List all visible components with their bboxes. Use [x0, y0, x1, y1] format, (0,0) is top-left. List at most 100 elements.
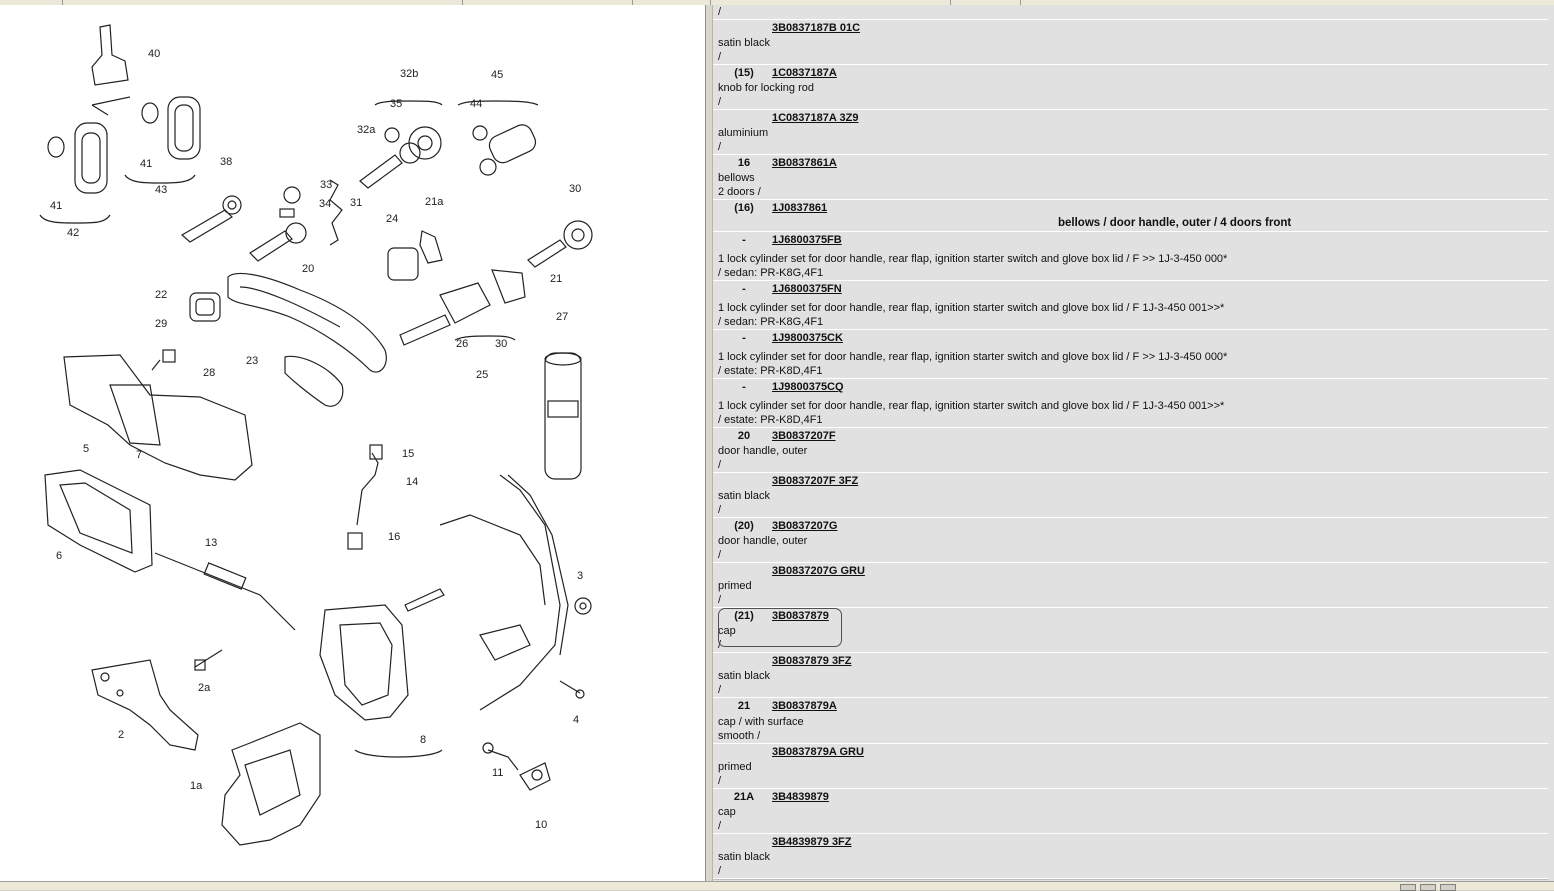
- callout: 27: [556, 311, 568, 323]
- part-description-line: 1 lock cylinder set for door handle, rea…: [718, 302, 1225, 314]
- item-number: (20): [734, 520, 754, 532]
- callout: 32b: [400, 68, 418, 80]
- part-number-link[interactable]: 1J9800375CK: [772, 332, 843, 344]
- part-number-link[interactable]: 1J9800375CQ: [772, 381, 844, 393]
- part-number-link[interactable]: 3B0837187B 01C: [772, 22, 861, 34]
- exploded-diagram-pane[interactable]: 40 41 41 42 43 38 32b 35 32a 45 44 33 34…: [0, 5, 706, 881]
- part-number-link[interactable]: 3B0837207G: [772, 520, 838, 532]
- part-description-line: door handle, outer: [718, 535, 808, 547]
- part-number-link[interactable]: 3B0837207F: [772, 430, 836, 442]
- part-number-link[interactable]: 3B0837207F 3FZ: [772, 475, 859, 487]
- status-bar-control[interactable]: [1420, 884, 1436, 891]
- callout: 11: [492, 767, 503, 779]
- parts-row[interactable]: 3B4839879 3FZ satin black /: [713, 834, 1548, 879]
- part-description-line: cap / with surface: [718, 716, 804, 728]
- part-number-link[interactable]: 1J6800375FB: [772, 234, 842, 246]
- parts-row[interactable]: (15) 1C0837187A knob for locking rod /: [713, 65, 1548, 110]
- part-description-line: smooth /: [718, 730, 761, 742]
- parts-row[interactable]: 3B0837879 3FZ satin black /: [713, 653, 1548, 698]
- part-description-line: /: [718, 639, 722, 651]
- callout: 25: [476, 369, 488, 381]
- callout: 34: [319, 198, 331, 210]
- callout: 10: [535, 819, 547, 831]
- part-number-link[interactable]: 3B4839879: [772, 791, 829, 803]
- callout: 24: [386, 213, 398, 225]
- diagram-callouts: 40 41 41 42 43 38 32b 35 32a 45 44 33 34…: [50, 48, 583, 831]
- callout: 21: [550, 273, 562, 285]
- part-description-line: 1 lock cylinder set for door handle, rea…: [718, 351, 1228, 363]
- status-bar-control[interactable]: [1400, 884, 1416, 891]
- part-number-link[interactable]: 1J6800375FN: [772, 283, 842, 295]
- parts-row[interactable]: (16) 1J0837861 bellows / door handle, ou…: [713, 200, 1548, 232]
- part-description-line: /: [718, 504, 722, 516]
- part-number-link[interactable]: 3B0837879 3FZ: [772, 655, 852, 667]
- part-description-line: /: [718, 96, 722, 108]
- callout: 8: [420, 734, 426, 746]
- item-number: (21): [734, 610, 754, 622]
- item-number: (15): [734, 67, 754, 79]
- status-bar-control[interactable]: [1440, 884, 1456, 891]
- parts-row[interactable]: 3B0837207F 3FZ satin black /: [713, 473, 1548, 518]
- part-description-line: satin black: [718, 670, 770, 682]
- callout: 32a: [357, 124, 376, 136]
- exploded-parts-diagram: 40 41 41 42 43 38 32b 35 32a 45 44 33 34…: [39, 24, 593, 846]
- parts-row[interactable]: 3B0837207G GRU primed /: [713, 563, 1548, 608]
- part-number-link[interactable]: 1C0837187A 3Z9: [772, 112, 859, 124]
- parts-row[interactable]: - 1J6800375FN 1 lock cylinder set for do…: [713, 281, 1548, 330]
- item-number: -: [742, 283, 746, 295]
- parts-list-pane[interactable]: / 3B0837187B 01C satin black / (15) 1C08…: [713, 5, 1554, 881]
- item-number: 21A: [733, 791, 755, 803]
- callout: 29: [155, 318, 167, 330]
- part-number-link[interactable]: 3B0837207G GRU: [772, 565, 865, 577]
- part-description-line: /: [718, 51, 722, 63]
- callout: 15: [402, 448, 414, 460]
- callout: 35: [390, 98, 402, 110]
- item-number: -: [742, 381, 746, 393]
- part-description-line: primed: [718, 761, 752, 773]
- callout: 26: [456, 338, 468, 350]
- part-number-link[interactable]: 3B4839879 3FZ: [772, 836, 852, 848]
- callout: 3: [577, 570, 583, 582]
- part-description-line: /: [718, 820, 722, 832]
- callout: 33: [320, 179, 332, 191]
- part-description-line: aluminium: [718, 127, 769, 139]
- callout: 40: [148, 48, 160, 60]
- callout: 43: [155, 184, 167, 196]
- diagram-artwork: [39, 24, 593, 846]
- callout: 42: [67, 227, 79, 239]
- parts-row: /: [713, 5, 1548, 20]
- part-number-link[interactable]: 3B0837879A: [772, 700, 837, 712]
- item-number: 20: [737, 430, 751, 442]
- parts-row[interactable]: - 1J9800375CK 1 lock cylinder set for do…: [713, 330, 1548, 379]
- pane-splitter[interactable]: [706, 5, 713, 881]
- parts-row[interactable]: 1C0837187A 3Z9 aluminium /: [713, 110, 1548, 155]
- part-number-link[interactable]: 3B0837861A: [772, 157, 837, 169]
- callout: 1a: [190, 780, 203, 792]
- item-number: (16): [734, 202, 754, 214]
- part-description-line: / estate: PR-K8D,4F1: [718, 414, 823, 426]
- part-description-line: /: [718, 594, 722, 606]
- parts-row[interactable]: 16 3B0837861A bellows 2 doors /: [713, 155, 1548, 200]
- item-number: 16: [737, 157, 751, 169]
- callout: 2: [118, 729, 124, 741]
- part-description-line: 1 lock cylinder set for door handle, rea…: [718, 253, 1228, 265]
- part-description-line: knob for locking rod: [718, 82, 814, 94]
- part-number-link[interactable]: 3B0837879: [772, 610, 829, 622]
- parts-row[interactable]: - 1J6800375FB 1 lock cylinder set for do…: [713, 232, 1548, 281]
- parts-row-selected[interactable]: (21) 3B0837879 cap /: [713, 608, 1548, 653]
- parts-row[interactable]: 3B0837879A GRU primed /: [713, 744, 1548, 789]
- parts-row[interactable]: 20 3B0837207F door handle, outer /: [713, 428, 1548, 473]
- part-number-link[interactable]: 1J0837861: [772, 202, 828, 214]
- parts-row[interactable]: 21A 3B4839879 cap /: [713, 789, 1548, 834]
- callout: 16: [388, 531, 400, 543]
- callout: 7: [136, 449, 142, 461]
- parts-row[interactable]: (20) 3B0837207G door handle, outer /: [713, 518, 1548, 563]
- part-number-link[interactable]: 1C0837187A: [772, 67, 837, 79]
- part-description-line: /: [718, 549, 722, 561]
- parts-row[interactable]: 21 3B0837879A cap / with surface smooth …: [713, 698, 1548, 744]
- part-number-link[interactable]: 3B0837879A GRU: [772, 746, 864, 758]
- parts-row[interactable]: - 1J9800375CQ 1 lock cylinder set for do…: [713, 379, 1548, 428]
- parts-row[interactable]: 3B0837187B 01C satin black /: [713, 20, 1548, 65]
- item-number: -: [742, 234, 746, 246]
- part-description-line: bellows: [718, 172, 755, 184]
